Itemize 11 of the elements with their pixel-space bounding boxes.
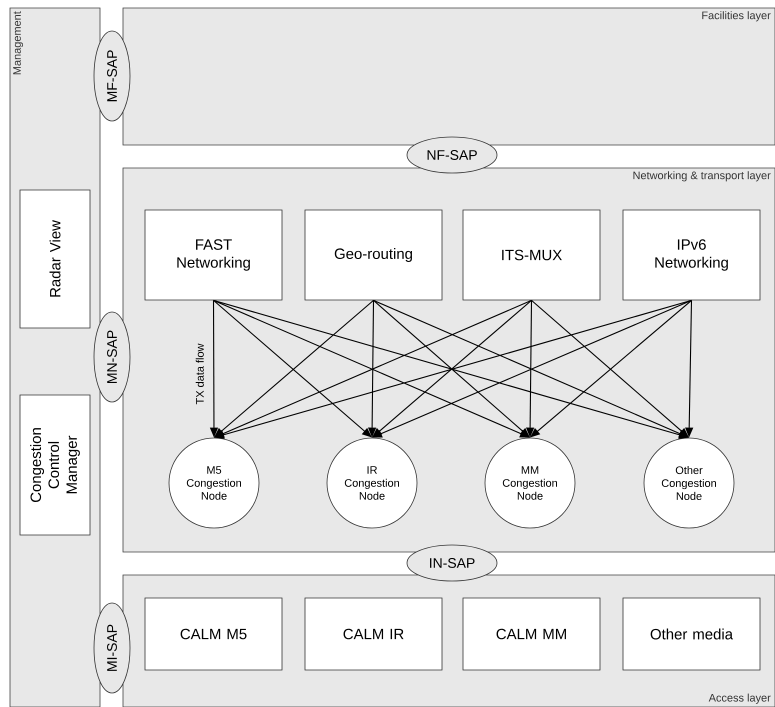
process-box: Other media xyxy=(622,598,760,670)
process-box: CALM IR xyxy=(304,598,442,670)
process-box: ITS-MUX xyxy=(462,210,600,300)
process-box: Geo-routing xyxy=(304,210,442,300)
process-box: IPv6 Networking xyxy=(622,210,760,300)
process-box: CALM MM xyxy=(462,598,600,670)
process-box: FAST Networking xyxy=(144,210,282,300)
process-box: CALM M5 xyxy=(144,598,282,670)
edge-label: TX data flow xyxy=(194,342,205,406)
process-box: Radar View xyxy=(20,190,90,328)
process-box: Congestion Control Manager xyxy=(20,394,90,536)
